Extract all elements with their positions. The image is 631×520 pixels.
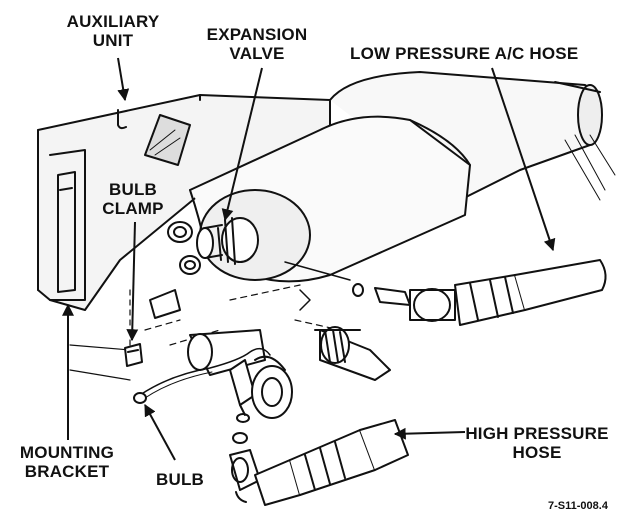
mounting-bracket-line1: MOUNTING xyxy=(19,443,115,462)
figure-code-text: 7-S11-008.4 xyxy=(548,500,608,512)
label-bulb: BULB xyxy=(156,470,204,489)
bulb-clamp-line2: CLAMP xyxy=(102,199,164,218)
leader-bulb xyxy=(144,403,176,461)
leader-expansion-valve xyxy=(221,67,263,222)
expansion-valve-line2: VALVE xyxy=(229,44,285,63)
pipe-with-clamp xyxy=(187,326,391,381)
label-expansion-valve: EXPANSION VALVE xyxy=(192,25,322,63)
leader-bulb-clamp xyxy=(126,221,139,342)
bulb-text: BULB xyxy=(156,470,205,489)
leader-low-pressure-hose xyxy=(491,67,556,252)
label-bulb-clamp: BULB CLAMP xyxy=(88,180,178,218)
bulb-clamp-line1: BULB xyxy=(108,180,157,199)
leader-high-pressure-hose xyxy=(393,427,466,440)
valve-lower-body xyxy=(229,355,293,444)
label-mounting-bracket: MOUNTING BRACKET xyxy=(2,443,132,481)
label-low-pressure-hose: LOW PRESSURE A/C HOSE xyxy=(350,44,578,63)
mounting-bracket-line2: BRACKET xyxy=(24,462,110,481)
leader-auxiliary-unit xyxy=(117,57,130,102)
expansion-valve xyxy=(167,217,259,275)
figure-code: 7-S11-008.4 xyxy=(548,500,608,512)
bulb-clamp xyxy=(124,343,143,367)
auxiliary-unit-line1: AUXILIARY xyxy=(66,12,160,31)
rear-cylinder xyxy=(329,71,616,201)
high-pressure-hose-line1: HIGH PRESSURE xyxy=(465,424,609,443)
label-auxiliary-unit: AUXILIARY UNIT xyxy=(58,12,168,50)
auxiliary-unit-line2: UNIT xyxy=(92,31,134,50)
auxiliary-unit-housing xyxy=(37,94,331,311)
low-pressure-hose xyxy=(284,259,607,326)
low-pressure-hose-text: LOW PRESSURE A/C HOSE xyxy=(350,44,579,63)
label-high-pressure-hose: HIGH PRESSURE HOSE xyxy=(462,424,612,462)
capillary-tube xyxy=(133,347,271,404)
high-pressure-hose-line2: HOSE xyxy=(512,443,562,462)
high-pressure-hose xyxy=(229,419,409,506)
expansion-valve-line1: EXPANSION xyxy=(206,25,308,44)
hook-icon xyxy=(117,109,127,130)
mounting-bracket xyxy=(69,284,341,381)
tag-icon xyxy=(144,114,191,166)
